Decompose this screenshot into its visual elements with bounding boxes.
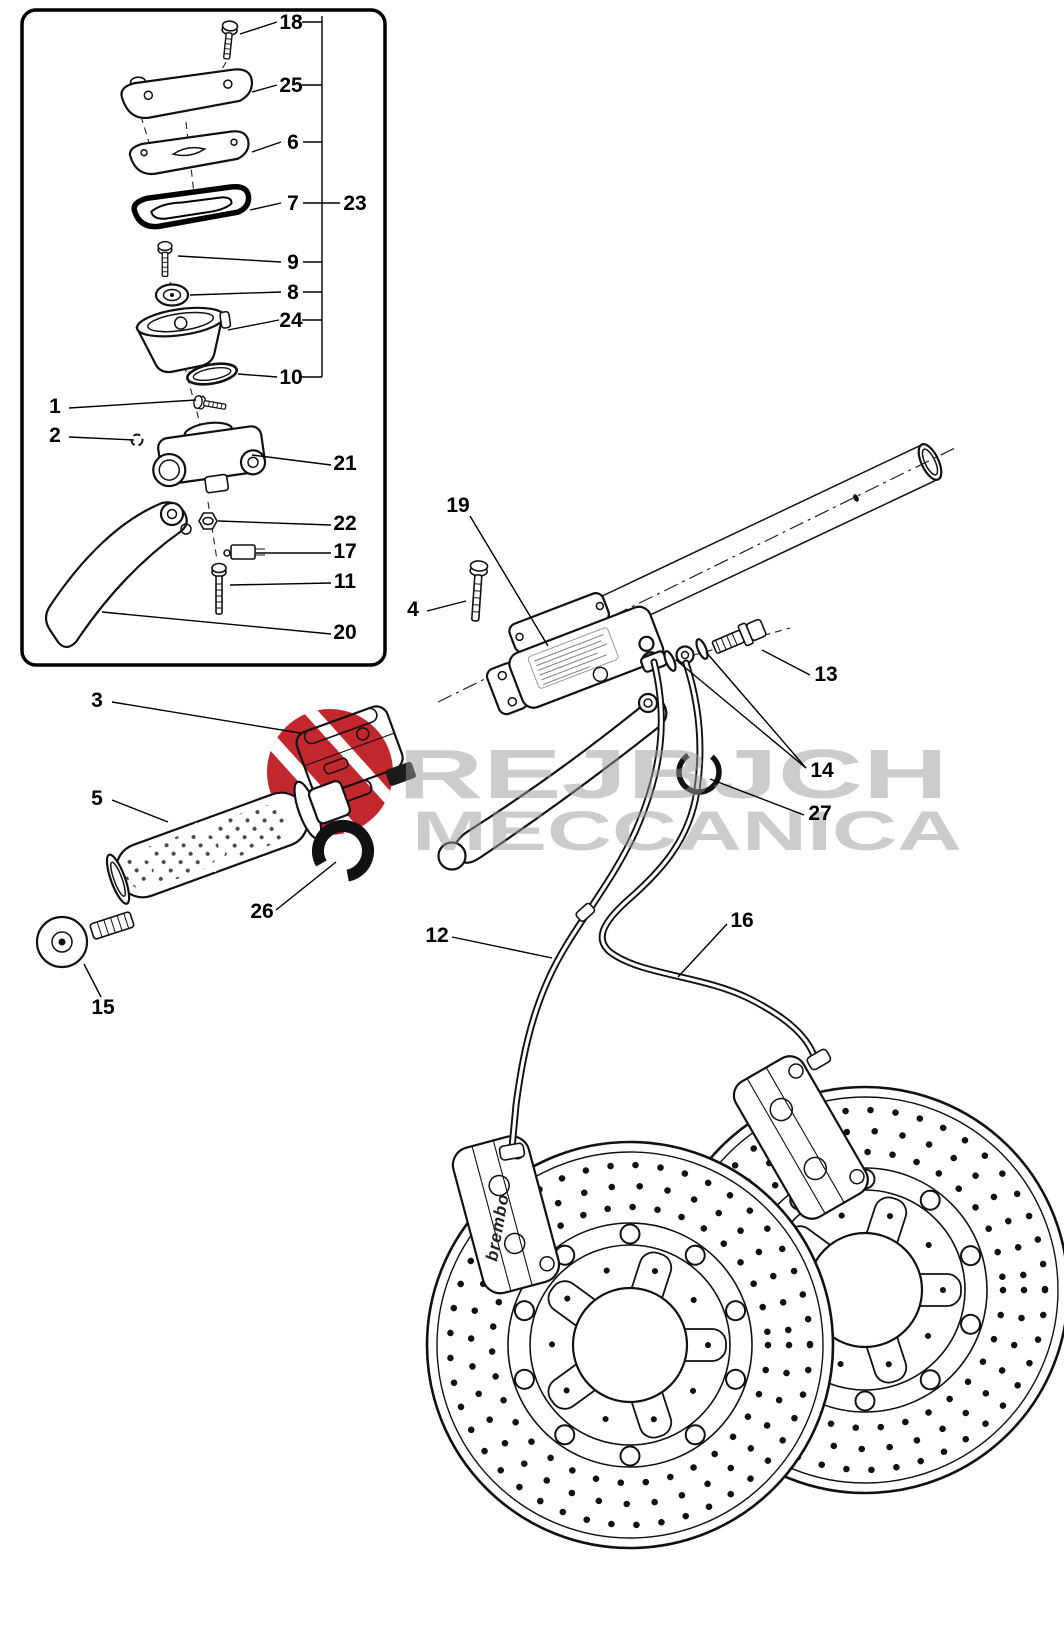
inset-panel	[20, 8, 387, 667]
throttle-tube	[307, 780, 352, 825]
callout-20: 20	[333, 621, 356, 644]
throttle-grip	[105, 780, 352, 905]
clamp-bolt	[469, 560, 489, 622]
callout-9: 9	[287, 251, 299, 274]
brake-caliper-left	[451, 1135, 561, 1295]
callout-19: 19	[446, 494, 469, 517]
brake-hose-left	[508, 658, 665, 1152]
banjo-eye-hole	[680, 650, 690, 660]
handlebar-tube	[597, 443, 943, 633]
callout-1: 1	[49, 395, 61, 418]
hose-retaining-clip	[676, 749, 722, 795]
bar-end-weight	[35, 911, 135, 969]
cable-guide-clamp	[312, 820, 374, 883]
front-master-cylinder	[485, 592, 665, 716]
reservoir-tank	[135, 306, 232, 374]
callout-25: 25	[279, 74, 303, 97]
brake-caliper-right	[732, 1055, 869, 1220]
clamp-nut	[198, 512, 218, 530]
callout-8: 8	[287, 281, 299, 304]
banjo-bolt	[711, 618, 767, 654]
callout-18: 18	[279, 11, 303, 34]
callout-21: 21	[333, 452, 357, 475]
brake-lever-inset	[44, 501, 192, 649]
callout-26: 26	[250, 900, 273, 923]
switch-screw	[211, 562, 227, 615]
callout-16: 16	[730, 909, 753, 932]
brake-light-switch	[223, 544, 265, 560]
callout-6: 6	[287, 131, 299, 154]
callout-17: 17	[333, 540, 356, 563]
callout-14: 14	[810, 759, 834, 782]
wiring-connector	[385, 761, 416, 786]
reservoir-cover	[120, 68, 254, 120]
callout-7: 7	[287, 192, 299, 215]
reservoir-diaphragm-gasket	[131, 183, 252, 230]
watermark-line2: MECCANICA	[412, 799, 962, 862]
callout-11: 11	[334, 570, 357, 593]
master-cylinder-body	[152, 421, 267, 494]
grip-texture	[124, 805, 287, 890]
hose-end-fitting-left	[498, 1142, 526, 1161]
banjo-washer	[663, 650, 677, 672]
callout-13: 13	[814, 663, 837, 686]
banjo-washer	[695, 638, 709, 660]
callout-10: 10	[279, 366, 302, 389]
callout-27: 27	[808, 802, 831, 825]
callout-22: 22	[333, 512, 356, 535]
group-bracket-23	[300, 16, 340, 378]
callout-23: 23	[343, 192, 366, 215]
callout-24: 24	[279, 309, 303, 332]
reservoir-o-ring	[186, 362, 238, 386]
callout-labels: 18 25 6 7 23 9 8 24 10 1 2 21 22 17 11 2…	[49, 11, 838, 1019]
callout-5: 5	[91, 787, 103, 810]
callout-3: 3	[91, 689, 103, 712]
switchgear-housing	[295, 705, 416, 803]
callout-12: 12	[425, 924, 448, 947]
leader-lines	[68, 16, 811, 998]
callout-2: 2	[49, 424, 61, 447]
callout-4: 4	[407, 598, 419, 621]
hose-end-fitting-right	[806, 1048, 832, 1071]
watermark-line1: REJBJCH	[398, 735, 948, 813]
callout-15: 15	[91, 996, 115, 1019]
reservoir-float	[154, 283, 190, 307]
reservoir-plate	[128, 130, 250, 176]
hose-clip	[575, 902, 596, 923]
brake-hose-right	[598, 659, 820, 1066]
